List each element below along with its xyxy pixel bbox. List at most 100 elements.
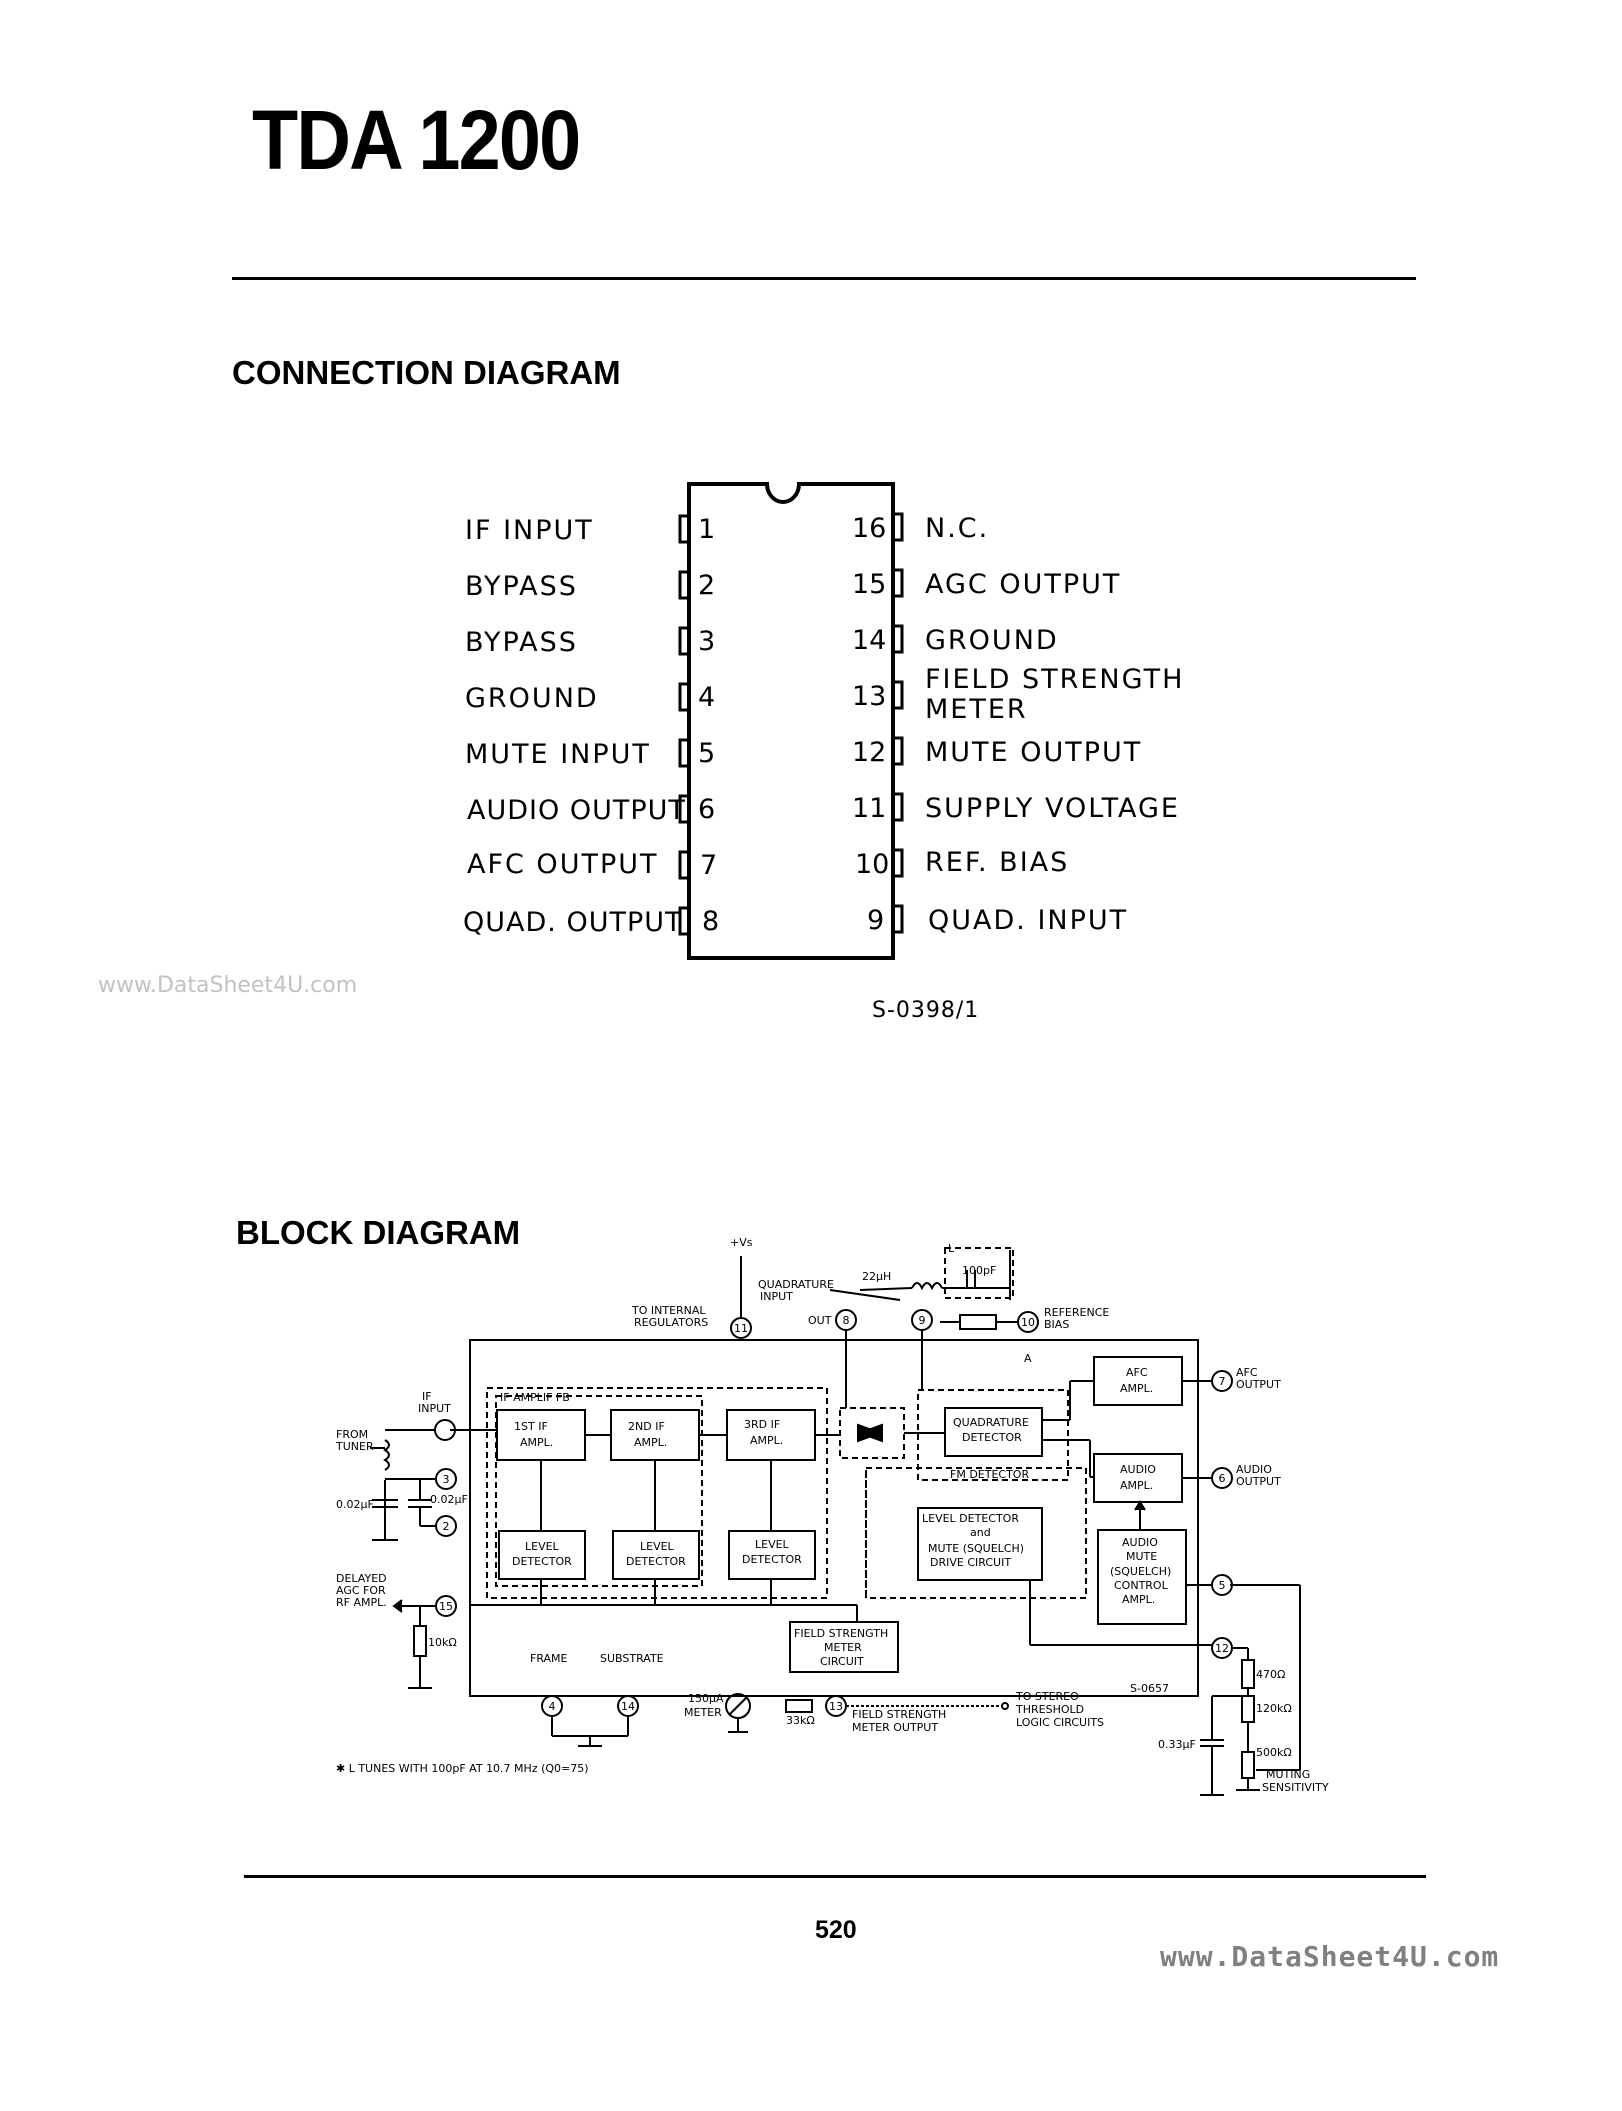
fso-label-1: FIELD STRENGTH [852,1708,946,1721]
pin-1-label: IF INPUT [465,515,594,546]
pin-2-label: BYPASS [465,571,578,602]
fsm-circuit-label-1: FIELD STRENGTH [794,1627,888,1640]
limiter-box [839,1407,905,1459]
r33k-label: 33kΩ [786,1714,815,1727]
l-label: L [948,1242,955,1255]
delayed-agc-label-2: AGC FOR [336,1584,386,1597]
pin-4-circle-label: 4 [549,1700,556,1713]
audio-amp-label-2: AMPL. [1120,1479,1153,1492]
fm-detector-group [917,1389,1069,1481]
if-amp-fb-label: IF AMPLIF FB [500,1391,570,1404]
pin-9-label: QUAD. INPUT [928,905,1129,936]
if-input-label-2: INPUT [418,1402,451,1415]
if-input-label-1: IF [422,1390,432,1403]
block-code-label: S-0657 [1130,1682,1169,1695]
if-amp-group [486,1387,828,1599]
inductance-label: 22μH [862,1270,891,1283]
pin-13-number: 13 [852,681,887,712]
cap-002-label-a: 0.02μF [336,1498,374,1511]
quad-detector-box [944,1407,1043,1457]
pin-5-circle-label: 5 [1219,1579,1226,1592]
amp-2-label-1: 2ND IF [628,1420,665,1433]
frame-label: FRAME [530,1652,568,1665]
connection-diagram-code: S-0398/1 [872,998,980,1023]
level-mute-label-3: MUTE (SQUELCH) [928,1542,1024,1555]
pin-2-circle-label: 2 [443,1520,450,1533]
audio-mute-control-box [1097,1529,1187,1625]
stereo-label-2: THRESHOLD [1015,1703,1084,1716]
level-detector-1-label-2: DETECTOR [512,1555,572,1568]
level-detector-2-label-1: LEVEL [640,1540,675,1553]
pin-9-number: 9 [867,905,885,936]
footnote-label: ✱ L TUNES WITH 100pF AT 10.7 MHz (Q0=75) [336,1762,589,1775]
fsm-circuit-label-3: CIRCUIT [820,1655,864,1668]
document-title: TDA 1200 [252,93,581,187]
pin-4-label: GROUND [465,683,599,714]
pin-9-circle-label: 9 [919,1314,926,1327]
pin-12-circle-label: 12 [1215,1642,1229,1655]
watermark-left: www.DataSheet4U.com [98,973,358,998]
amp-1-label-1: 1ST IF [514,1420,548,1433]
level-detector-2-label-2: DETECTOR [626,1555,686,1568]
if-amp-inner-group [495,1395,703,1587]
vs-label: +Vs [730,1236,753,1249]
block-diagram-heading: BLOCK DIAGRAM [236,1214,521,1251]
quadrature-input-label-2: INPUT [760,1290,793,1303]
amp-2-label-2: AMPL. [634,1436,667,1449]
afc-amp-box [1093,1356,1183,1406]
muting-label-1: MUTING [1266,1768,1310,1781]
pin-1-number: 1 [698,514,716,545]
pin-13-circle-label: 13 [829,1700,843,1713]
delayed-agc-label-3: RF AMPL. [336,1596,387,1609]
r120k-label: 120kΩ [1256,1702,1292,1715]
fsm-circuit-label-2: METER [824,1641,862,1654]
pin-7-circle-label: 7 [1219,1375,1226,1388]
pin-13-label-line2: METER [925,694,1028,725]
amp-3-label-2: AMPL. [750,1434,783,1447]
audio-mute-label-4: CONTROL [1114,1579,1169,1592]
amp-2-box [610,1409,700,1461]
cap-100pf-label: 100pF [962,1264,996,1277]
page-number: 520 [815,1916,857,1944]
pin-16-number: 16 [852,513,887,544]
r10k-label: 10kΩ [428,1636,457,1649]
level-detector-1-label-1: LEVEL [525,1540,560,1553]
r500k-label: 500kΩ [1256,1746,1292,1759]
level-mute-drive-box [917,1507,1043,1581]
pin-2-number: 2 [698,570,716,601]
connection-diagram-heading: CONNECTION DIAGRAM [232,354,621,391]
quadrature-input-label-1: QUADRATURE [758,1278,834,1291]
watermark-right: www.DataSheet4U.com [1160,1940,1500,1973]
from-tuner-label-2: TUNER [335,1440,374,1453]
level-detector-3-label-2: DETECTOR [742,1553,802,1566]
level-mute-group [865,1467,1087,1599]
afc-output-label-1: AFC [1236,1366,1258,1379]
cap-002-label-b: 0.02μF [430,1493,468,1506]
delayed-agc-label-1: DELAYED [336,1572,387,1585]
audio-output-label-1: AUDIO [1236,1463,1272,1476]
level-detector-3-label-1: LEVEL [755,1538,790,1551]
substrate-label: SUBSTRATE [600,1652,664,1665]
pin-3-number: 3 [698,626,716,657]
pin-6-label: AUDIO OUTPUT [467,795,686,826]
regulators-label: REGULATORS [634,1316,708,1329]
to-internal-label: TO INTERNAL [631,1304,706,1317]
marker-a-label: A [1024,1352,1032,1365]
afc-output-label-2: OUTPUT [1236,1378,1281,1391]
bottom-rule [244,1875,1426,1878]
fso-label-2: METER OUTPUT [852,1721,938,1734]
level-mute-label-1: LEVEL DETECTOR [922,1512,1019,1525]
afc-amp-label-2: AMPL. [1120,1382,1153,1395]
meter-label-1: 150μA [688,1692,724,1705]
audio-output-label-2: OUTPUT [1236,1475,1281,1488]
afc-amp-label-1: AFC [1126,1366,1148,1379]
pin-14-number: 14 [852,625,887,656]
pin-3-circle-label: 3 [443,1473,450,1486]
pin-10-number: 10 [855,849,890,880]
pin-8-circle-label: 8 [843,1314,850,1327]
audio-mute-label-5: AMPL. [1122,1593,1155,1606]
stereo-label-3: LOGIC CIRCUITS [1016,1716,1104,1729]
fm-detector-label: FM DETECTOR [950,1468,1029,1481]
amp-3-label-1: 3RD IF [744,1418,780,1431]
pin-14-circle-label: 14 [621,1700,635,1713]
